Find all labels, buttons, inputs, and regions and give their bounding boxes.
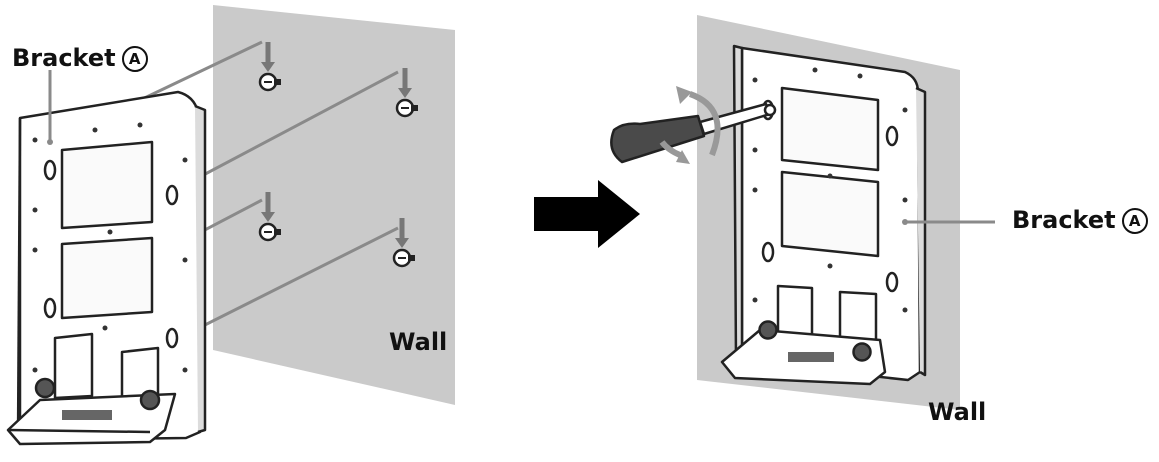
bracket-left-holes [32, 122, 188, 373]
screw-icon [392, 218, 415, 268]
screw-icon [258, 192, 281, 242]
bracket-label-left-text: Bracket [12, 44, 116, 72]
wall-label-right: Wall [928, 398, 987, 426]
step-arrow-icon [534, 180, 640, 248]
rotation-arrow-icon [659, 91, 721, 158]
bracket-left [6, 90, 207, 446]
wall-screws-left [258, 42, 418, 268]
screw-icon [258, 42, 281, 92]
wall-panel-left [213, 5, 455, 405]
screw-icon [395, 68, 418, 118]
bracket-mark-left: A [121, 46, 148, 72]
wall-label-left: Wall [389, 328, 448, 356]
bracket-right [720, 44, 927, 386]
bracket-right-holes [752, 67, 908, 313]
bracket-mark-right: A [1121, 208, 1148, 234]
screwdriver-icon [610, 102, 777, 164]
bracket-label-right-text: Bracket [1012, 206, 1116, 234]
